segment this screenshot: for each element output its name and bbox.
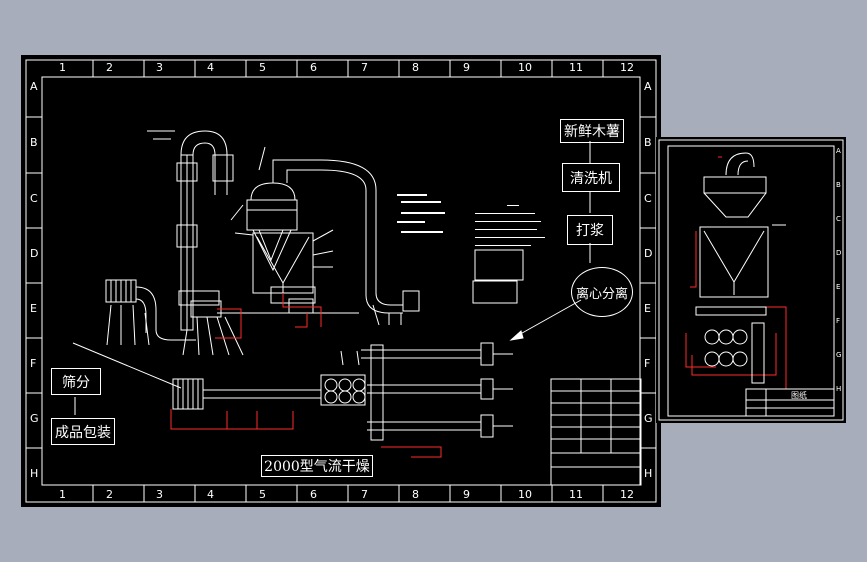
row-label: D xyxy=(644,247,653,260)
main-drawing-sheet: 1 2 3 4 5 6 7 8 9 10 11 12 1 2 3 4 5 6 7… xyxy=(21,55,661,507)
column-label: 5 xyxy=(259,61,266,74)
row-label: D xyxy=(30,247,39,260)
column-label: 7 xyxy=(361,488,368,501)
flow-arrow xyxy=(509,299,582,341)
side-cyclone xyxy=(699,152,786,298)
feeder-unit xyxy=(105,279,222,341)
cyclone-separator xyxy=(246,159,420,314)
column-label: 2 xyxy=(106,488,113,501)
row-label: G xyxy=(30,412,39,425)
column-label: 8 xyxy=(412,61,419,74)
riser-pipe xyxy=(147,130,234,331)
row-label: E xyxy=(644,302,651,315)
side-row-label: D xyxy=(836,249,842,257)
title-block xyxy=(550,378,642,486)
column-label: 1 xyxy=(59,488,66,501)
row-label: H xyxy=(30,467,39,480)
row-label: C xyxy=(644,192,652,205)
row-label: E xyxy=(30,302,37,315)
side-row-label: C xyxy=(836,215,841,223)
column-label: 10 xyxy=(518,61,532,74)
main-drawing-lines xyxy=(25,59,657,503)
side-row-label: H xyxy=(836,385,842,393)
row-label: H xyxy=(644,467,653,480)
main-duct xyxy=(172,374,366,410)
side-row-label: G xyxy=(836,351,842,359)
column-label: 2 xyxy=(106,61,113,74)
inner-frame xyxy=(41,76,641,486)
side-drawing-sheet: 图纸 A B C D E F G H xyxy=(656,137,846,423)
flow-connectors xyxy=(74,141,591,415)
column-label: 4 xyxy=(207,488,214,501)
row-label: A xyxy=(644,80,652,93)
flow-step-centrifuge: 离心分离 xyxy=(571,267,633,317)
column-label: 12 xyxy=(620,488,634,501)
side-control-lines xyxy=(685,156,787,390)
column-label: 6 xyxy=(310,488,317,501)
side-title-block xyxy=(745,388,835,417)
side-row-label: F xyxy=(836,317,841,325)
row-label: F xyxy=(644,357,651,370)
column-label: 6 xyxy=(310,61,317,74)
column-label: 3 xyxy=(156,488,163,501)
row-label: F xyxy=(30,357,37,370)
column-label: 4 xyxy=(207,61,214,74)
column-label: 11 xyxy=(569,61,583,74)
side-row-label: A xyxy=(836,147,841,155)
column-label: 7 xyxy=(361,61,368,74)
column-label: 3 xyxy=(156,61,163,74)
flow-step-washer: 清洗机 xyxy=(562,163,620,192)
column-label: 8 xyxy=(412,488,419,501)
side-drawing-lines xyxy=(658,139,844,421)
feed-manifold xyxy=(340,342,513,441)
technical-notes xyxy=(397,194,545,246)
side-manifold xyxy=(695,306,767,384)
column-label: 10 xyxy=(518,488,532,501)
electric-cabinet xyxy=(472,280,518,304)
flow-step-pulping: 打浆 xyxy=(567,215,613,245)
row-label: C xyxy=(30,192,38,205)
column-label: 11 xyxy=(569,488,583,501)
flow-step-fresh-cassava: 新鲜木薯 xyxy=(560,119,624,143)
column-label: 12 xyxy=(620,61,634,74)
column-label: 1 xyxy=(59,61,66,74)
row-label: B xyxy=(30,136,38,149)
side-row-label: B xyxy=(836,181,841,189)
column-label: 9 xyxy=(463,488,470,501)
row-label: B xyxy=(644,136,652,149)
row-label: A xyxy=(30,80,38,93)
side-row-label: E xyxy=(836,283,841,291)
row-label: G xyxy=(644,412,653,425)
side-title-label: 图纸 xyxy=(791,391,807,400)
column-label: 5 xyxy=(259,488,266,501)
column-label: 9 xyxy=(463,61,470,74)
flow-step-screening: 筛分 xyxy=(51,368,101,395)
drawing-title: 2000型气流干燥 xyxy=(261,455,373,477)
control-lines xyxy=(170,293,442,458)
flow-step-packaging: 成品包装 xyxy=(51,418,115,445)
